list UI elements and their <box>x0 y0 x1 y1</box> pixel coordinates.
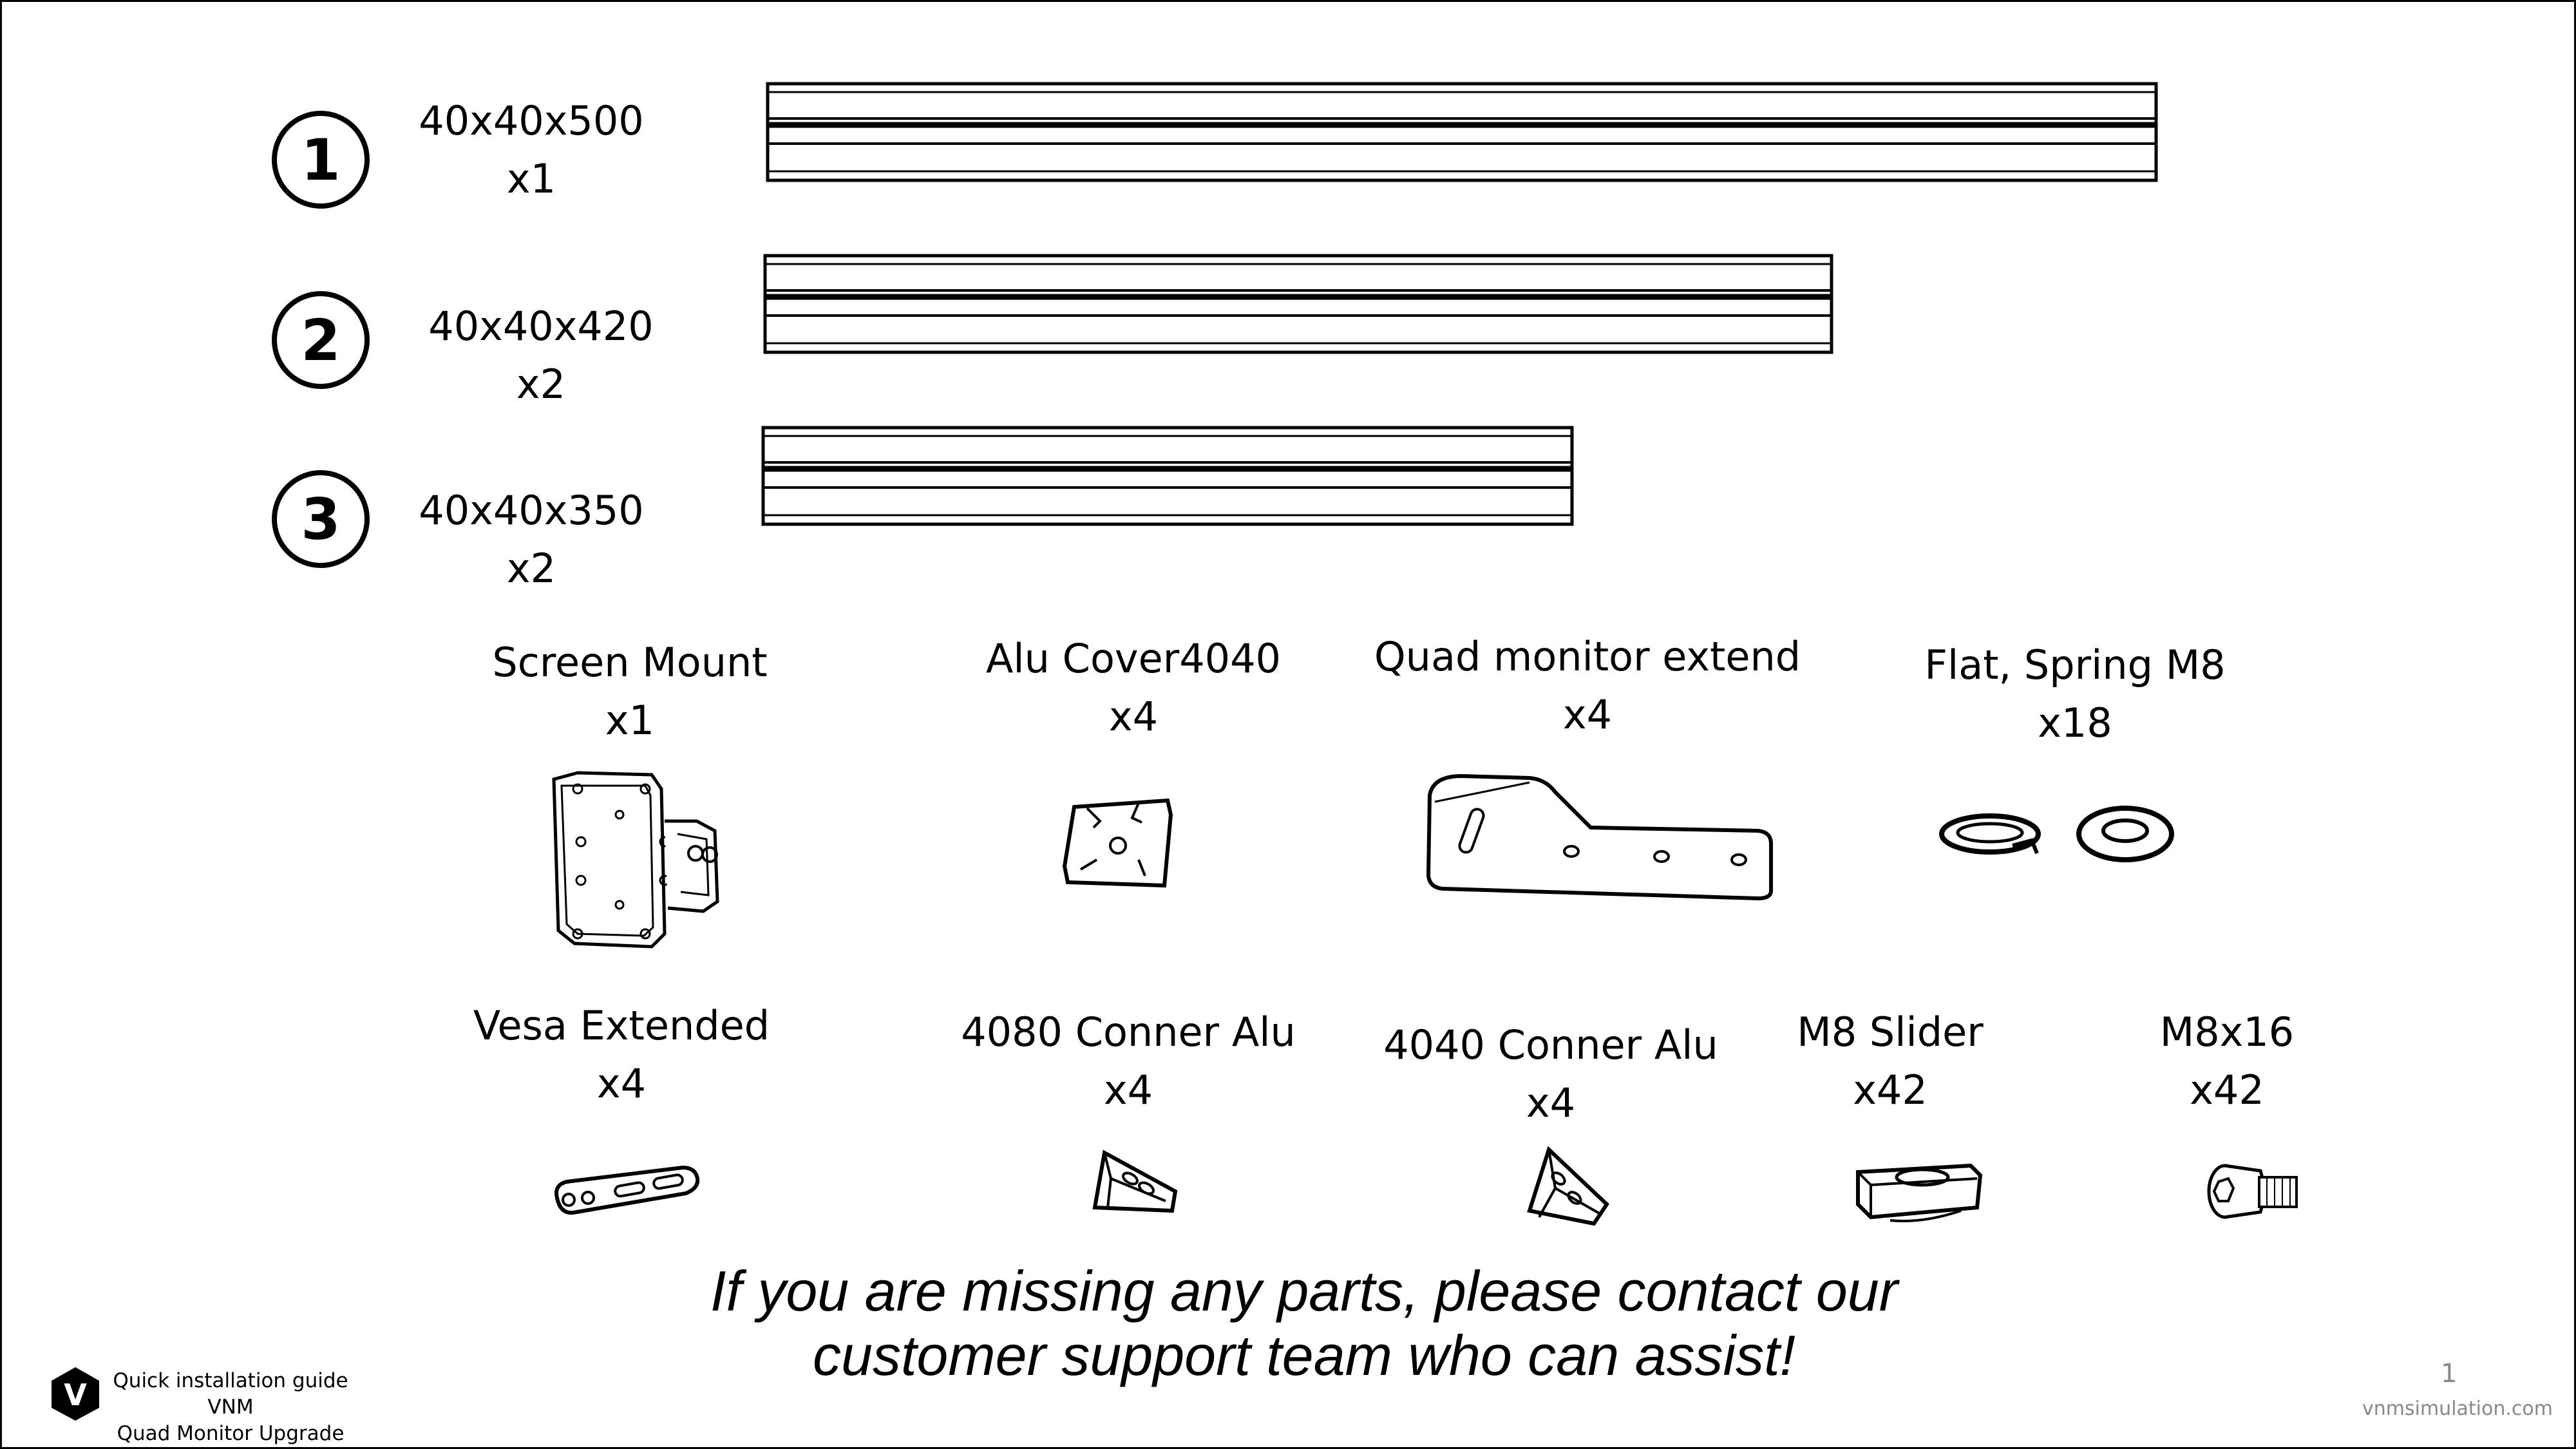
part-name: Flat, Spring M8 <box>1924 641 2226 688</box>
part-qty: x4 <box>1562 691 1613 738</box>
profile-1-label: 40x40x500 x1 <box>419 92 644 208</box>
part-vesa-extended-label: Vesa Extended x4 <box>473 997 770 1113</box>
part-qty: x42 <box>1853 1066 1927 1113</box>
page-number: 1 <box>2441 1359 2458 1388</box>
part-alu-cover-label: Alu Cover4040 x4 <box>986 630 1281 746</box>
footer-guide-line-1: Quick installation guide VNM <box>113 1369 348 1419</box>
website-link[interactable]: vnmsimulation.com <box>2362 1397 2553 1420</box>
bolt-icon <box>2207 1164 2298 1219</box>
vnm-logo-icon: V <box>52 1367 99 1421</box>
part-qty: x42 <box>2190 1066 2264 1113</box>
notice-line-2: customer support team who can assist! <box>813 1323 1795 1387</box>
part-qty: x18 <box>2038 699 2112 746</box>
part-name: Screen Mount <box>492 639 768 686</box>
part-number-3: 3 <box>272 470 370 568</box>
quad-extend-bracket-icon <box>1426 773 1773 901</box>
notice-line-1: If you are missing any parts, please con… <box>710 1259 1899 1323</box>
part-number-2: 2 <box>272 291 370 389</box>
part-qty: x4 <box>1526 1079 1576 1126</box>
corner-bracket-4040-icon <box>1527 1146 1609 1226</box>
profile-3-label: 40x40x350 x2 <box>419 482 644 598</box>
part-qty: x1 <box>605 697 655 744</box>
part-name: Alu Cover4040 <box>986 635 1281 682</box>
missing-parts-notice: If you are missing any parts, please con… <box>644 1259 1964 1388</box>
part-name: 4080 Conner Alu <box>961 1009 1296 1056</box>
part-screen-mount-label: Screen Mount x1 <box>492 634 767 750</box>
screen-mount-icon <box>552 771 719 949</box>
profile-1-qty: x1 <box>506 155 556 202</box>
profile-3-size: 40x40x350 <box>419 487 644 534</box>
corner-bracket-4080-icon <box>1092 1150 1178 1213</box>
part-number-1: 1 <box>272 111 370 209</box>
part-corner-4040-label: 4040 Conner Alu x4 <box>1383 1016 1718 1132</box>
part-qty: x4 <box>1108 693 1159 740</box>
part-name: Vesa Extended <box>473 1002 770 1049</box>
profile-2-label: 40x40x420 x2 <box>428 298 654 413</box>
slider-nut-icon <box>1856 1163 1983 1222</box>
part-quad-extend-label: Quad monitor extend x4 <box>1374 628 1801 744</box>
profile-2-qty: x2 <box>516 361 566 408</box>
part-qty: x4 <box>596 1060 647 1107</box>
profile-3-drawing <box>761 426 1574 526</box>
vesa-extended-icon <box>554 1165 700 1215</box>
part-m8x16-label: M8x16 x42 <box>2160 1003 2295 1119</box>
alu-cover-icon <box>1062 798 1173 888</box>
part-name: 4040 Conner Alu <box>1383 1021 1718 1068</box>
washers-icon <box>1939 806 2174 862</box>
profile-3-qty: x2 <box>506 545 556 592</box>
part-corner-4080-label: 4080 Conner Alu x4 <box>961 1003 1296 1119</box>
profile-2-size: 40x40x420 <box>428 303 654 350</box>
footer-guide-line-2: Quad Monitor Upgrade <box>117 1422 345 1445</box>
profile-2-drawing <box>763 254 1833 354</box>
profile-1-size: 40x40x500 <box>419 97 644 144</box>
profile-1-drawing <box>766 82 2158 182</box>
part-qty: x4 <box>1103 1066 1153 1113</box>
part-m8-slider-label: M8 Slider x42 <box>1797 1003 1983 1119</box>
footer-guide-title: Quick installation guide VNM Quad Monito… <box>102 1368 359 1447</box>
logo-letter: V <box>64 1378 87 1412</box>
part-name: Quad monitor extend <box>1374 633 1801 680</box>
part-name: M8x16 <box>2159 1009 2295 1056</box>
part-name: M8 Slider <box>1797 1009 1984 1056</box>
part-washers-label: Flat, Spring M8 x18 <box>1924 636 2225 752</box>
